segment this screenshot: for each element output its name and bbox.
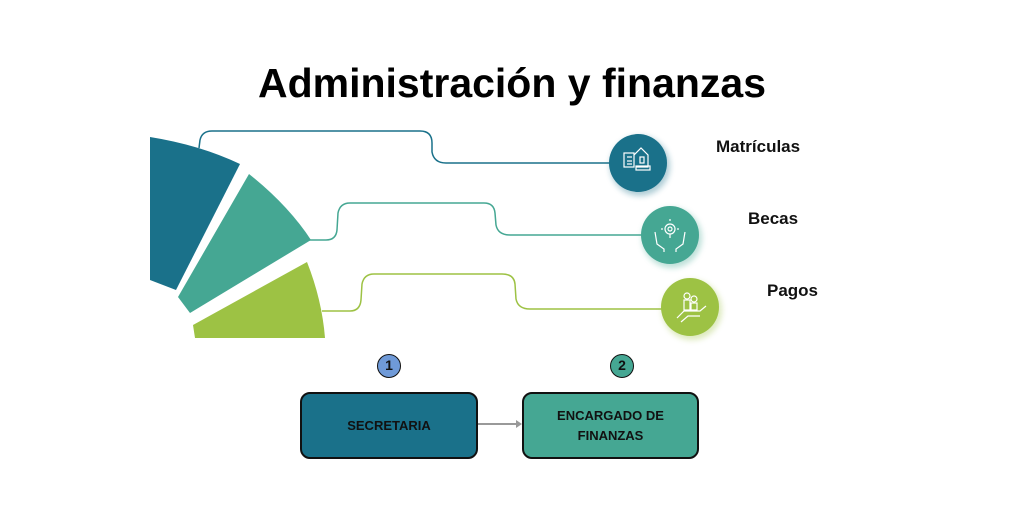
fan-segment-pagos <box>193 262 325 338</box>
fan-segment-becas <box>178 174 311 313</box>
page-title: Administración y finanzas <box>257 60 767 106</box>
step-badge-2: 2 <box>610 354 634 378</box>
connector-matriculas <box>198 130 612 164</box>
box-secretaria-label: SECRETARIA <box>347 417 431 433</box>
box-secretaria: SECRETARIA <box>300 392 478 459</box>
connector-pagos <box>322 273 662 312</box>
label-becas: Becas <box>748 209 799 228</box>
label-matriculas: Matrículas <box>716 137 801 156</box>
fan-segment-matriculas <box>150 137 240 290</box>
box-encargado-finanzas: ENCARGADO DE FINANZAS <box>522 392 699 459</box>
step-badge-1: 1 <box>377 354 401 378</box>
box-encargado-label: ENCARGADO DE FINANZAS <box>557 407 664 443</box>
connector-becas <box>308 202 643 241</box>
enrollment-icon <box>609 134 667 192</box>
label-pagos: Pagos <box>767 281 819 300</box>
